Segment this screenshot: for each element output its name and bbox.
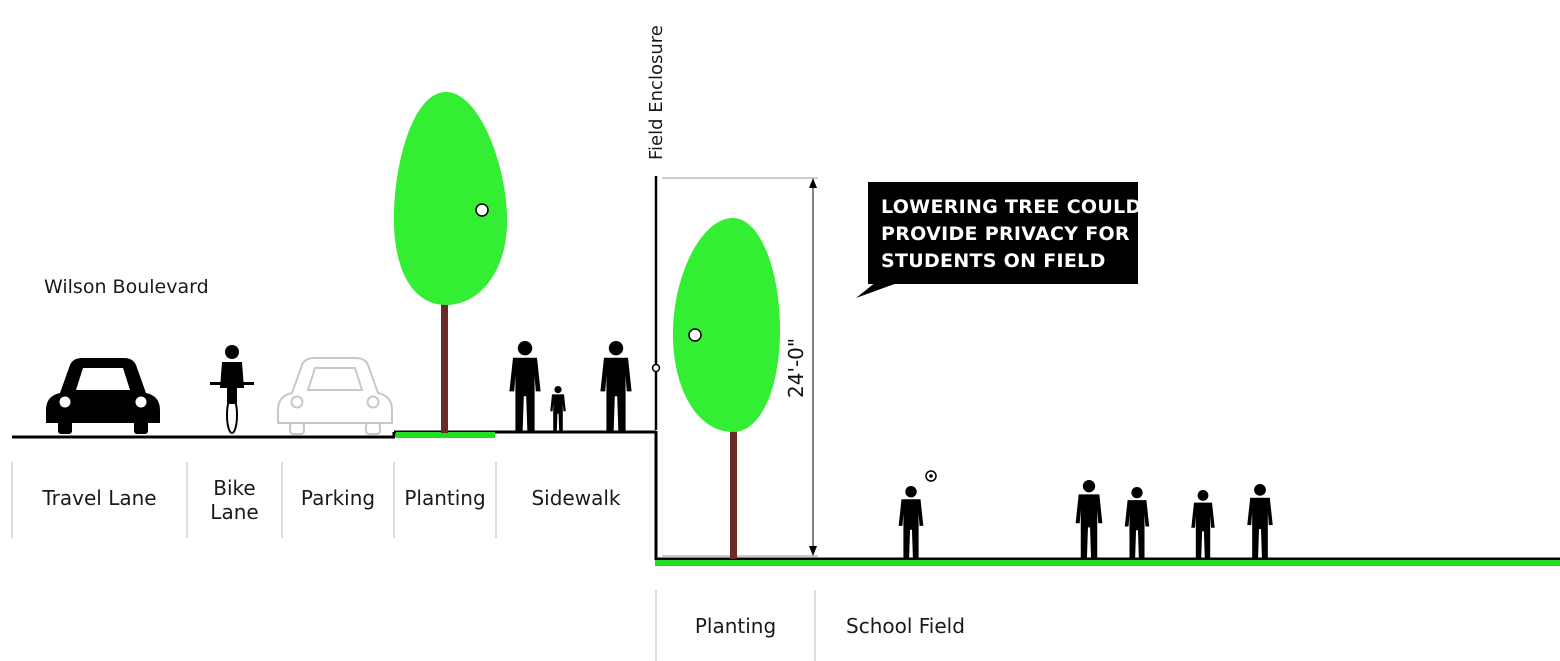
field-enclosure-label: Field Enclosure: [646, 25, 667, 160]
cyclist-icon: [210, 345, 254, 434]
dimension-arrow-bottom-icon: [809, 546, 817, 556]
zone-label-field-planting: Planting: [694, 614, 777, 638]
student-icon: [1191, 490, 1215, 559]
parked-car-icon: [277, 357, 393, 435]
dimension-arrow-top-icon: [809, 178, 817, 188]
field-grass: [655, 560, 1560, 566]
soccer-ball-icon: [925, 470, 937, 482]
child-pedestrian-icon: [550, 386, 566, 432]
callout-line: LOWERING TREE COULD: [881, 196, 1142, 218]
car-icon: [46, 358, 160, 434]
street-name-label: Wilson Boulevard: [44, 276, 209, 298]
callout-line: PROVIDE PRIVACY FOR: [881, 223, 1130, 245]
zone-dividers: [11, 462, 816, 661]
student-icon: [1124, 487, 1150, 559]
zone-label-planting: Planting: [404, 486, 486, 510]
callout-box: LOWERING TREE COULD PROVIDE PRIVACY FOR …: [868, 182, 1142, 284]
field-tree-icon: [672, 218, 780, 559]
fence-joint-icon: [651, 363, 661, 373]
callout-line: STUDENTS ON FIELD: [881, 250, 1106, 272]
student-icon: [898, 486, 924, 559]
street-tree-icon: [393, 92, 508, 433]
zone-label-travel-lane: Travel Lane: [42, 486, 157, 510]
zone-label-sidewalk: Sidewalk: [531, 486, 621, 510]
street-planting-strip: [396, 432, 495, 438]
student-icon: [1247, 484, 1273, 559]
pedestrian-icon: [600, 341, 632, 433]
pedestrian-icon: [509, 341, 541, 433]
callout-pointer: [856, 282, 900, 298]
zone-label-parking: Parking: [300, 486, 376, 510]
zone-label-school-field: School Field: [846, 614, 965, 638]
student-icon: [1075, 480, 1103, 559]
zone-label-bike-lane: Bike Lane: [210, 476, 259, 524]
height-dimension-label: 24'-0": [784, 337, 808, 398]
